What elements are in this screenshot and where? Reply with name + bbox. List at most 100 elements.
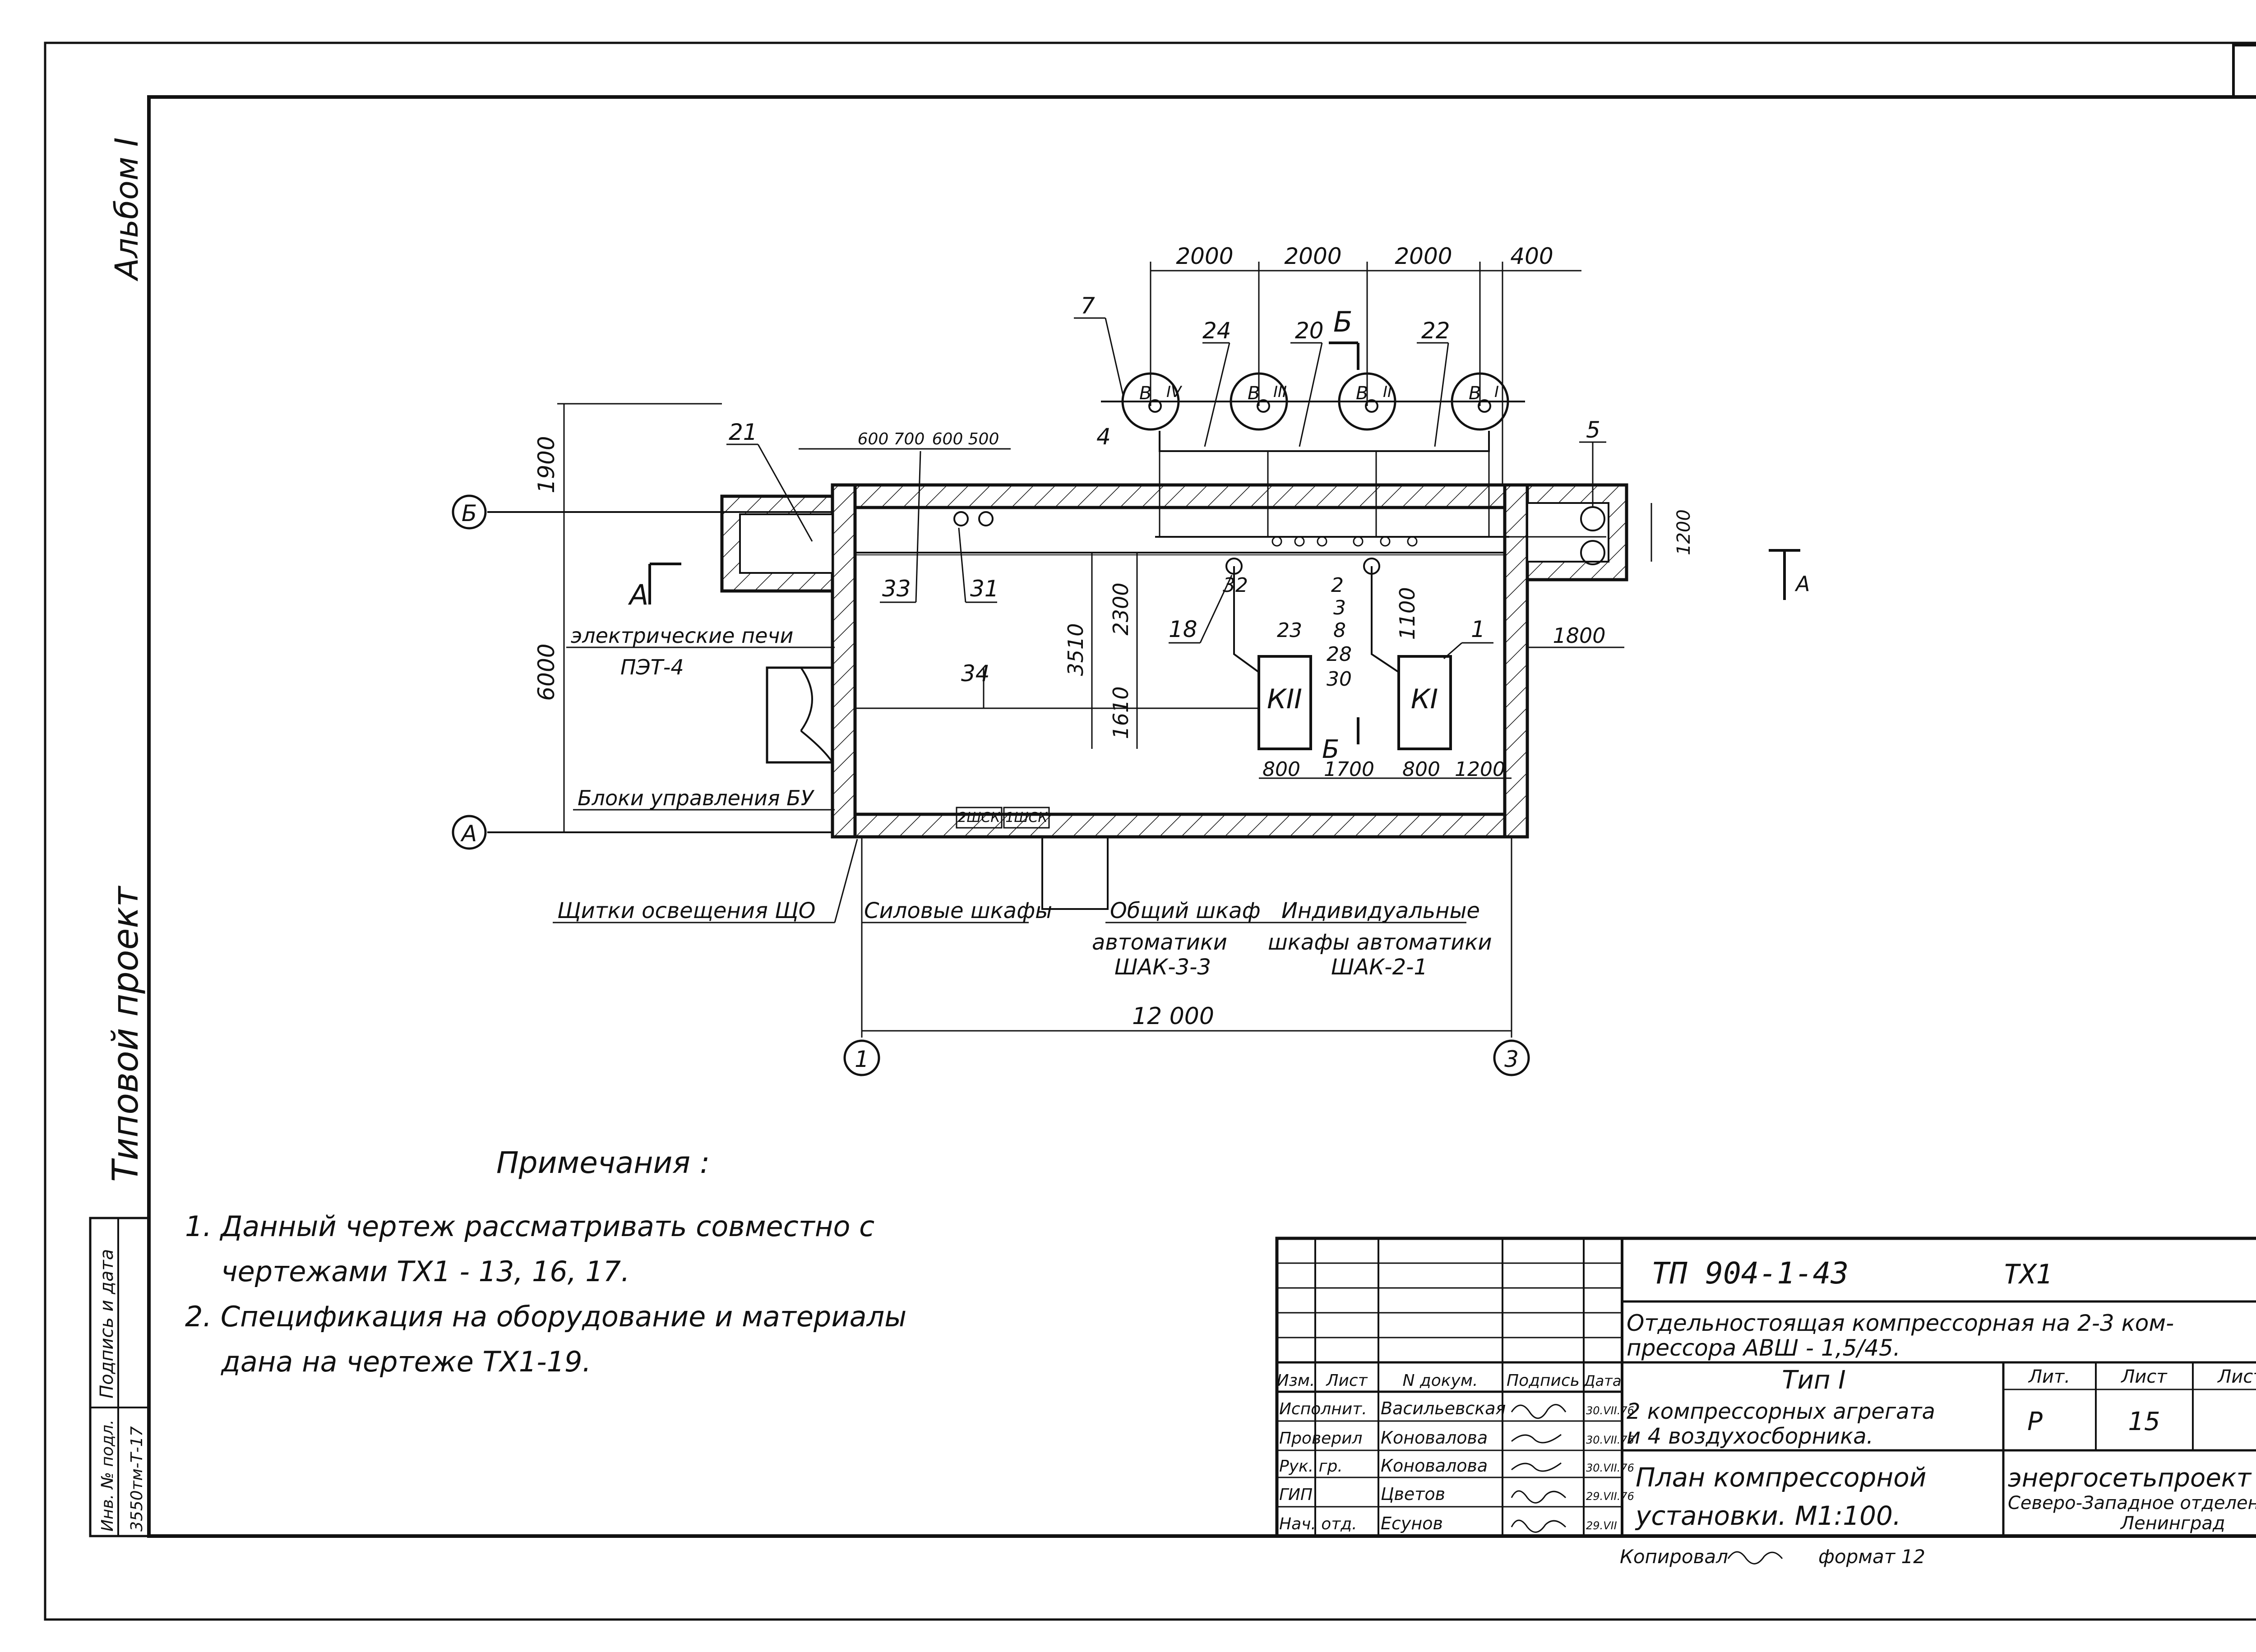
axis-label-b: Б bbox=[462, 500, 477, 526]
axis-bubble-3 bbox=[1493, 1039, 1530, 1076]
hdr-ndok: N докум. bbox=[1403, 1371, 1478, 1390]
role-3: ГИП bbox=[1279, 1486, 1313, 1504]
dim-700: 700 bbox=[894, 430, 925, 448]
note-2-line-1: 2. Спецификация на оборудование и матери… bbox=[185, 1300, 906, 1333]
project-kind-caption: Типовой проект bbox=[106, 885, 146, 1182]
svg-text:В: В bbox=[1139, 383, 1151, 404]
axis-bubble-a bbox=[452, 815, 487, 850]
signatures bbox=[1511, 1404, 1567, 1533]
tb-code: ТП 904-1-43 bbox=[1651, 1256, 1849, 1291]
side-stamp: Подпись и дата Инв. № подл. 3550тм-Т-17 bbox=[89, 1217, 150, 1537]
footer-kopiroval: Копировал bbox=[1620, 1546, 1728, 1568]
role-2: Рук. гр. bbox=[1279, 1457, 1343, 1476]
label-pechi-1: электрические печи bbox=[571, 623, 793, 648]
receiver-iv-label: IV bbox=[1166, 383, 1183, 401]
section-b-top: Б bbox=[1333, 305, 1353, 338]
notes: Примечания : 1. Данный чертеж рассматрив… bbox=[185, 1145, 906, 1378]
wall-top bbox=[831, 483, 1529, 509]
label-shk2: 2ШСК bbox=[958, 810, 1001, 826]
tb-object-1: Отдельностоящая компрессорная на 2-3 ком… bbox=[1627, 1310, 2174, 1336]
label-shchitki: Щитки освещения ЩО bbox=[557, 898, 815, 923]
pos-23: 23 bbox=[1277, 619, 1302, 642]
label-individ-2: шкафы автоматики bbox=[1268, 930, 1492, 955]
dim-2300: 2300 bbox=[1109, 582, 1133, 635]
side-stamp-num: 3550тм-Т-17 bbox=[128, 1426, 146, 1532]
label-bloki: Блоки управления БУ bbox=[578, 786, 815, 810]
album-caption: Альбом I bbox=[108, 137, 145, 281]
pos-7: 7 bbox=[1081, 293, 1095, 319]
note-1-line-1: 1. Данный чертеж рассматривать совместно… bbox=[185, 1210, 874, 1243]
dim-top-2000-c: 2000 bbox=[1395, 243, 1452, 269]
label-individ-1: Индивидуальные bbox=[1281, 898, 1480, 923]
tb-type: Тип I bbox=[1782, 1366, 1846, 1395]
dim-500: 500 bbox=[968, 430, 999, 448]
hdr-data: Дата bbox=[1583, 1372, 1622, 1389]
wall-left bbox=[831, 483, 857, 839]
role-1: Проверил bbox=[1279, 1429, 1363, 1448]
pos-30: 30 bbox=[1327, 668, 1352, 691]
hdr-izm: Изм. bbox=[1277, 1371, 1315, 1390]
label-obshchiy-2: автоматики bbox=[1092, 930, 1227, 955]
entrance-vestibule bbox=[766, 666, 834, 764]
date-0: 30.VII.76 bbox=[1586, 1404, 1634, 1417]
svg-text:В: В bbox=[1248, 383, 1260, 404]
receiver-ii-label: II bbox=[1383, 383, 1392, 401]
svg-text:В: В bbox=[1356, 383, 1368, 404]
tb-object-2: прессора АВШ - 1,5/45. bbox=[1627, 1335, 1900, 1361]
label-obshchiy-1: Общий шкаф bbox=[1110, 898, 1261, 923]
side-stamp-podpis: Подпись и дата bbox=[97, 1249, 117, 1398]
pos-8: 8 bbox=[1333, 619, 1346, 642]
dim-top-400: 400 bbox=[1510, 243, 1553, 269]
dim-1700: 1700 bbox=[1324, 758, 1374, 781]
label-obshchiy-3: ШАК-3-3 bbox=[1114, 955, 1211, 980]
name-1: Коновалова bbox=[1381, 1428, 1488, 1448]
label-individ-3: ШАК-2-1 bbox=[1331, 955, 1428, 980]
name-4: Есунов bbox=[1381, 1514, 1443, 1533]
footer-signature bbox=[1727, 1551, 1783, 1564]
notes-title: Примечания : bbox=[496, 1145, 710, 1180]
tb-lit-val: Р bbox=[2027, 1407, 2043, 1436]
dim-600-b: 600 bbox=[932, 430, 963, 448]
dim-1900: 1900 bbox=[533, 436, 559, 493]
vestibule-lower bbox=[1041, 836, 1109, 910]
label-shk1: 1ШСК bbox=[1005, 810, 1048, 826]
section-a-left: А bbox=[628, 578, 648, 611]
footer-format: формат 12 bbox=[1818, 1546, 1925, 1568]
name-2: Коновалова bbox=[1381, 1456, 1488, 1476]
date-3: 29.VII.76 bbox=[1586, 1490, 1634, 1503]
dim-800-a: 800 bbox=[1262, 758, 1300, 781]
receiver-iii-label: III bbox=[1273, 383, 1287, 401]
filter-lower bbox=[1580, 540, 1605, 565]
side-stamp-inv: Инв. № подл. bbox=[98, 1420, 117, 1532]
axis-label-a: А bbox=[460, 821, 477, 847]
pos-4: 4 bbox=[1096, 424, 1111, 450]
dim-600-a: 600 bbox=[858, 430, 889, 448]
axis-label-1: 1 bbox=[855, 1046, 869, 1072]
sheet-number: 16 bbox=[2255, 56, 2256, 87]
axis-bubble-b bbox=[452, 494, 487, 530]
tb-desc-1: 2 компрессорных агрегата bbox=[1627, 1399, 1935, 1424]
label-pechi-2: ПЭТ-4 bbox=[620, 655, 684, 679]
role-4: Нач. отд. bbox=[1279, 1515, 1357, 1533]
tb-sheet-title-2: установки. М1:100. bbox=[1635, 1500, 1901, 1531]
pos-31: 31 bbox=[970, 576, 999, 602]
compressor-k2-label: КII bbox=[1267, 683, 1302, 715]
hdr-list: Лист bbox=[1325, 1371, 1368, 1390]
wall-bottom bbox=[831, 812, 1529, 839]
tb-desc-2: и 4 воздухосборника. bbox=[1627, 1424, 1873, 1449]
dim-800-b: 800 bbox=[1402, 758, 1440, 781]
dim-1100: 1100 bbox=[1395, 587, 1419, 640]
name-0: Васильевская bbox=[1381, 1398, 1506, 1418]
tb-lit-hdr: Лит. bbox=[2028, 1366, 2070, 1387]
dim-1200-side: 1200 bbox=[1674, 509, 1694, 555]
date-4: 29.VII bbox=[1586, 1519, 1617, 1532]
dim-12000: 12 000 bbox=[1132, 1003, 1214, 1030]
pos-1: 1 bbox=[1471, 616, 1485, 642]
inner-frame bbox=[147, 95, 2256, 1538]
hdr-podp: Подпись bbox=[1507, 1371, 1580, 1390]
pos-2: 2 bbox=[1331, 574, 1344, 597]
pos-28: 28 bbox=[1327, 643, 1352, 666]
title-block: Изм. Лист N докум. Подпись Дата Исполнит… bbox=[1275, 1237, 2256, 1538]
pos-5: 5 bbox=[1586, 417, 1600, 443]
